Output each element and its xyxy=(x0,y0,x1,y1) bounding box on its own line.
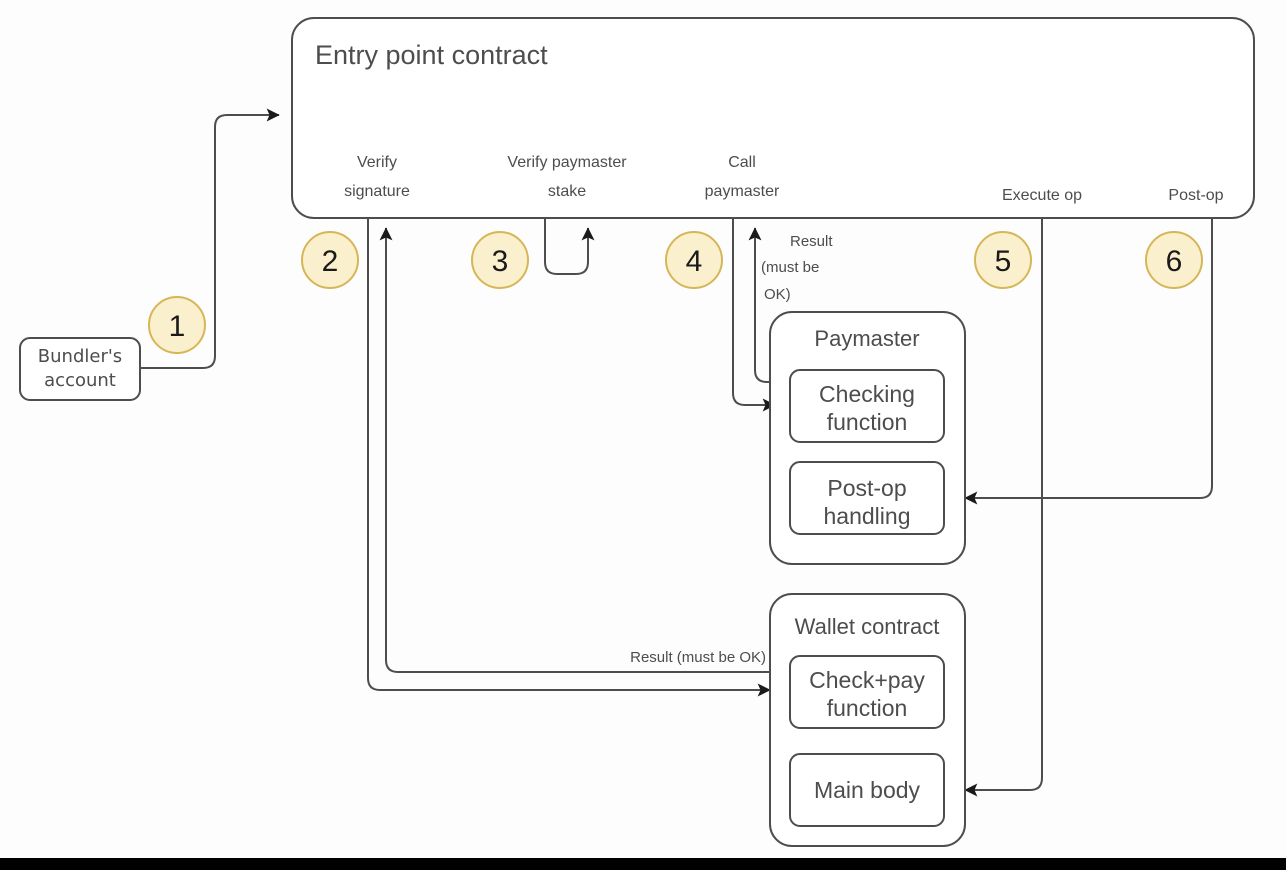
badge-3-number: 3 xyxy=(492,245,509,278)
edge-bundler-to-entrypoint xyxy=(140,108,280,369)
entry-point-contract[interactable]: Entry point contract Verify signature Ve… xyxy=(291,17,1255,219)
paymaster-group[interactable]: Paymaster Checking function Post-op hand… xyxy=(769,311,966,565)
badge-4-number: 4 xyxy=(686,245,703,278)
edge-entrypoint-to-wallet-mainbody xyxy=(964,218,1043,797)
post-op-handling-label-line2: handling xyxy=(824,503,911,529)
edge-verify-paymaster-stake-selfloop xyxy=(544,218,595,275)
badge-1-number: 1 xyxy=(169,310,186,343)
edge-label-paymaster-result-line2: (must be xyxy=(761,259,819,276)
edge-entrypoint-to-paymaster-checking xyxy=(732,218,776,412)
check-pay-function-label-line2: function xyxy=(827,695,908,721)
wallet-contract-group[interactable]: Wallet contract Check+pay function Main … xyxy=(769,593,966,847)
edge-label-paymaster-result-line1: Result xyxy=(790,233,833,250)
port-label-verify-signature-line1: Verify xyxy=(357,154,397,171)
post-op-handling-label-line1: Post-op xyxy=(827,475,906,501)
badge-4[interactable]: 4 xyxy=(665,231,723,289)
checking-function-label-line1: Checking xyxy=(819,381,915,407)
badge-5-number: 5 xyxy=(995,245,1012,278)
port-label-verify-signature-line2: signature xyxy=(344,183,410,200)
entry-point-title: Entry point contract xyxy=(315,40,548,70)
bottom-black-bar xyxy=(0,858,1286,870)
main-body-label: Main body xyxy=(814,777,921,803)
edge-wallet-result-to-entrypoint xyxy=(379,227,790,673)
edge-label-paymaster-result-line3: OK) xyxy=(764,286,791,303)
paymaster-post-op-handling-node[interactable]: Post-op handling xyxy=(789,461,945,535)
badge-2-number: 2 xyxy=(322,245,339,278)
check-pay-function-label-line1: Check+pay xyxy=(809,667,925,693)
port-label-post-op: Post-op xyxy=(1168,187,1223,204)
checking-function-label-line2: function xyxy=(827,409,908,435)
bundler-label-line1: Bundler's xyxy=(38,346,122,367)
port-label-execute-op: Execute op xyxy=(1002,187,1082,204)
paymaster-title: Paymaster xyxy=(814,326,919,351)
port-label-verify-paymaster-stake-line1: Verify paymaster xyxy=(507,154,627,171)
edge-entrypoint-to-wallet-checkpay xyxy=(367,218,771,697)
wallet-main-body-node[interactable]: Main body xyxy=(789,753,945,827)
port-label-call-paymaster-line1: Call xyxy=(728,154,756,171)
port-label-call-paymaster-line2: paymaster xyxy=(705,183,780,200)
bundler-label-line2: account xyxy=(44,370,116,391)
badge-5[interactable]: 5 xyxy=(974,231,1032,289)
badge-6[interactable]: 6 xyxy=(1145,231,1203,289)
port-label-verify-paymaster-stake-line2: stake xyxy=(548,183,586,200)
edge-entrypoint-to-paymaster-postop xyxy=(964,218,1213,505)
badge-3[interactable]: 3 xyxy=(471,231,529,289)
edge-paymaster-result-to-entrypoint xyxy=(748,227,790,383)
wallet-check-pay-function-node[interactable]: Check+pay function xyxy=(789,655,945,729)
badge-6-number: 6 xyxy=(1166,245,1183,278)
badge-1[interactable]: 1 xyxy=(148,296,206,354)
bundler-account-node[interactable]: Bundler's account xyxy=(19,337,141,401)
badge-2[interactable]: 2 xyxy=(301,231,359,289)
edge-label-wallet-result: Result (must be OK) xyxy=(630,649,766,666)
paymaster-checking-function-node[interactable]: Checking function xyxy=(789,369,945,443)
wallet-contract-title: Wallet contract xyxy=(795,614,940,639)
